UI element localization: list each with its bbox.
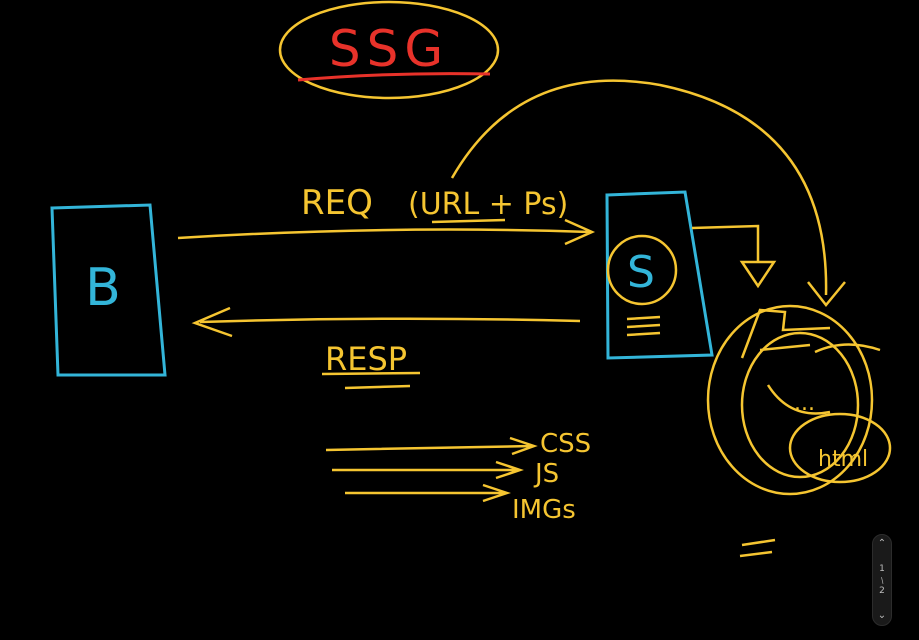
chevron-up-icon[interactable]: ⌃ (877, 538, 887, 549)
server-circle (606, 234, 678, 306)
server-label: S (627, 247, 655, 298)
request-detail: (URL + Ps) (408, 187, 568, 222)
output-html-label: html (818, 447, 868, 472)
request-label: REQ (301, 183, 373, 223)
page-separator: / (878, 575, 886, 585)
request-arrow (177, 218, 596, 246)
diagram-title: SSG (329, 20, 449, 78)
browser-box (50, 203, 167, 377)
response-arrow (191, 306, 581, 338)
server-down-arrow (691, 224, 777, 289)
total-pages: 2 (879, 585, 885, 596)
response-underline (321, 371, 421, 390)
title-ellipse (278, 0, 500, 100)
server-box (605, 190, 714, 360)
page-navigator: ⌃ 1 / 2 ⌄ (872, 534, 892, 626)
chevron-down-icon[interactable]: ⌄ (877, 610, 887, 621)
asset-css: CSS (540, 429, 591, 459)
title-underline (297, 72, 491, 82)
build-curve-arrow (450, 79, 846, 307)
response-label: RESP (325, 340, 407, 378)
browser-label: B (85, 258, 121, 318)
output-scribble (739, 343, 881, 558)
server-lines (626, 315, 661, 337)
output-dots: ... (794, 391, 815, 416)
current-page: 1 (879, 563, 885, 574)
url-underline (431, 218, 506, 224)
asset-arrows (325, 436, 538, 503)
asset-js: JS (533, 459, 559, 489)
output-cluster (706, 304, 892, 496)
asset-imgs: IMGs (512, 495, 576, 525)
